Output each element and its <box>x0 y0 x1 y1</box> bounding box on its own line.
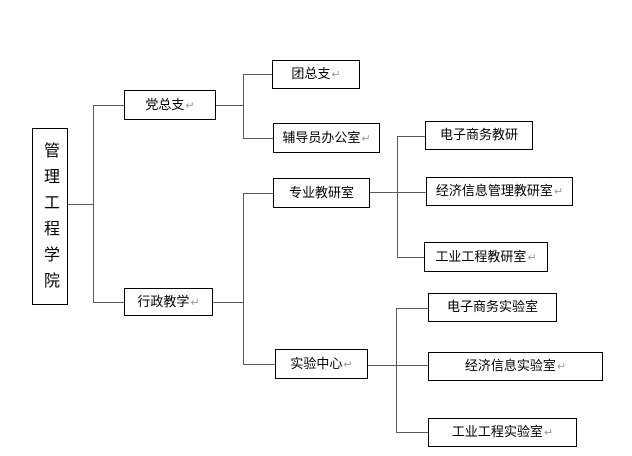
node-economic-info-mgmt-teaching-research-office-label: 经济信息管理教研室 <box>435 184 553 199</box>
connector-admin-stub <box>213 302 243 303</box>
connector-to-ecom-lab <box>396 308 428 309</box>
node-economic-info-mgmt-teaching-research-office: 经济信息管理教研室 ↵ <box>426 177 573 206</box>
paragraph-mark-icon: ↵ <box>185 98 195 112</box>
node-ecommerce-lab: 电子商务实验室 <box>428 293 557 322</box>
node-college: 管理工程学院 <box>32 128 68 305</box>
node-experiment-center: 实验中心 ↵ <box>275 349 368 379</box>
node-professional-teaching-research-office-label: 专业教研室 <box>288 185 354 201</box>
connector-to-admin-teaching <box>93 302 124 303</box>
node-industrial-engineering-teaching-research-office: 工业工程教研室 ↵ <box>424 242 548 272</box>
node-youth-league-branch-label: 团总支 <box>291 67 331 82</box>
connector-party-stub <box>216 105 243 106</box>
connector-to-counselor <box>243 138 273 139</box>
connector-college-stub <box>68 204 93 205</box>
paragraph-mark-icon: ↵ <box>361 131 371 145</box>
paragraph-mark-icon: ↵ <box>543 426 554 439</box>
node-ecommerce-lab-label: 电子商务实验室 <box>446 300 538 315</box>
connector-to-ind-eng-research <box>397 257 424 258</box>
connector-prof-research-stub <box>370 192 426 193</box>
connector-prof-research-vertical <box>397 136 398 258</box>
paragraph-mark-icon: ↵ <box>556 360 567 373</box>
connector-party-vertical <box>243 74 244 139</box>
node-industrial-engineering-lab-label: 工业工程实验室 <box>451 425 543 440</box>
connector-admin-vertical <box>243 193 244 365</box>
node-party-general-branch-label: 党总支 <box>145 97 185 113</box>
connector-to-prof-research <box>243 193 273 194</box>
node-industrial-engineering-teaching-research-office-label: 工业工程教研室 <box>435 249 527 265</box>
connector-to-ecom-research <box>397 136 425 137</box>
node-ecommerce-teaching-research: 电子商务教研 <box>425 121 533 150</box>
paragraph-mark-icon: ↵ <box>553 185 564 198</box>
connector-to-youth <box>243 74 272 75</box>
paragraph-mark-icon: ↵ <box>331 68 341 81</box>
node-industrial-engineering-lab: 工业工程实验室 ↵ <box>428 418 577 447</box>
node-counselor-office: 辅导员办公室 ↵ <box>273 123 380 153</box>
connector-exp-center-vertical <box>396 308 397 433</box>
paragraph-mark-icon: ↵ <box>343 357 353 371</box>
connector-exp-center-stub <box>368 365 428 366</box>
node-economic-info-lab: 经济信息实验室 ↵ <box>428 352 603 381</box>
node-professional-teaching-research-office: 专业教研室 <box>273 178 370 208</box>
paragraph-mark-icon: ↵ <box>527 250 537 264</box>
node-party-general-branch: 党总支 ↵ <box>124 90 216 120</box>
connector-trunk-vertical <box>93 105 94 303</box>
connector-to-party <box>93 105 124 106</box>
node-economic-info-lab-label: 经济信息实验室 <box>464 359 556 374</box>
node-admin-teaching-label: 行政教学 <box>137 294 190 310</box>
node-counselor-office-label: 辅导员办公室 <box>282 130 361 146</box>
node-ecommerce-teaching-research-label: 电子商务教研 <box>439 128 518 143</box>
node-admin-teaching: 行政教学 ↵ <box>124 288 213 316</box>
paragraph-mark-icon: ↵ <box>190 295 200 309</box>
connector-to-ind-eng-lab <box>396 432 428 433</box>
connector-to-exp-center <box>243 364 275 365</box>
node-youth-league-branch: 团总支 ↵ <box>272 60 360 89</box>
node-college-label: 管理工程学院 <box>41 141 60 298</box>
node-experiment-center-label: 实验中心 <box>290 356 343 372</box>
